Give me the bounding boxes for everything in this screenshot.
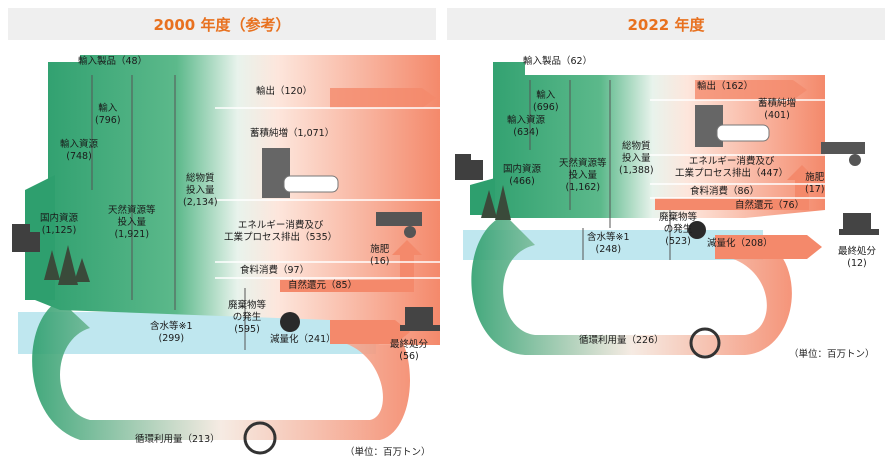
recycling-label: 循環利用量（226）	[579, 335, 664, 346]
tire-icon	[280, 312, 300, 332]
fertilizer-arrow	[280, 240, 422, 292]
material-flow-diagram	[12, 55, 440, 455]
water-label: 含水等※1(248)	[587, 232, 630, 255]
landfill-label: 最終処分(56)	[390, 339, 429, 362]
cart-icon	[821, 142, 865, 166]
food-label: 食料消費（97）	[240, 265, 310, 276]
waste-label: 廃棄物等の発生(595)	[228, 300, 267, 335]
export-label: 輸出（120）	[256, 86, 313, 97]
export-arrow	[330, 88, 436, 108]
landfill-arrow	[330, 320, 410, 344]
car-icon	[283, 175, 339, 193]
import-resources-label: 輸入資源(748)	[60, 139, 99, 162]
import-products-label: 輸入製品（62）	[523, 56, 593, 67]
landfill-label: 最終処分(12)	[838, 246, 877, 269]
net-accumulation-label: 蓄積純増(401)	[758, 98, 797, 121]
recycling-label: 循環利用量（213）	[135, 434, 220, 445]
fertilizer-label: 施肥(16)	[370, 244, 390, 267]
waste-label: 廃棄物等の発生(523)	[659, 212, 698, 247]
tire-icon	[688, 221, 706, 239]
natural-return-label: 自然還元（76）	[735, 200, 805, 211]
domestic-resources-label: 国内資源(1,125)	[40, 213, 79, 236]
building-icon	[695, 105, 723, 147]
import-label: 輸入(796)	[95, 103, 121, 126]
material-flow-diagram	[455, 62, 879, 359]
domestic-resources-label: 国内資源(466)	[503, 164, 542, 187]
natural-input-label: 天然資源等投入量(1,162)	[559, 158, 607, 193]
input-block	[480, 62, 825, 218]
recycle-icon	[689, 327, 721, 359]
unit-label: （単位：百万トン）	[345, 447, 431, 458]
car-icon	[716, 124, 770, 142]
food-label: 食料消費（86）	[690, 186, 760, 197]
barrels-icon	[12, 224, 40, 252]
net-accumulation-label: 蓄積純増（1,071）	[250, 128, 335, 139]
energy-label: エネルギー消費及び工業プロセス排出（535）	[224, 220, 338, 243]
forest-icon	[44, 245, 90, 285]
cart-icon	[376, 212, 422, 238]
forest-icon	[481, 185, 511, 220]
total-input-label: 総物質投入量(2,134)	[183, 173, 218, 208]
import-resources-label: 輸入資源(634)	[507, 115, 546, 138]
panel-2000: 2000 年度（参考）	[8, 8, 440, 458]
reduction-label: 減量化（208）	[707, 238, 773, 249]
bulldozer-icon	[839, 213, 879, 235]
fertilizer-label: 施肥(17)	[805, 172, 825, 195]
panel-title: 2022 年度	[447, 8, 885, 40]
import-products-label: 輸入製品（48）	[78, 56, 148, 67]
reduction-label: 減量化（241）	[270, 334, 336, 345]
recycling-loop	[471, 215, 792, 355]
panel-title: 2000 年度（参考）	[8, 8, 436, 40]
landfill-arrow	[715, 235, 822, 259]
unit-label: （単位：百万トン）	[789, 349, 875, 360]
bulldozer-icon	[400, 307, 440, 331]
barrels-icon	[455, 154, 483, 180]
natural-input-label: 天然資源等投入量(1,921)	[108, 205, 156, 240]
total-input-label: 総物質投入量(1,388)	[619, 141, 654, 176]
energy-label: エネルギー消費及び工業プロセス排出（447）	[675, 156, 789, 179]
export-arrow	[695, 80, 807, 100]
export-label: 輸出（162）	[697, 81, 754, 92]
import-label: 輸入(696)	[533, 90, 559, 113]
panel-2022: 2022 年度	[445, 0, 890, 470]
water-label: 含水等※1(299)	[150, 321, 193, 344]
natural-return-label: 自然還元（85）	[288, 280, 358, 291]
recycle-icon	[243, 421, 277, 455]
recycling-loop	[32, 300, 410, 440]
